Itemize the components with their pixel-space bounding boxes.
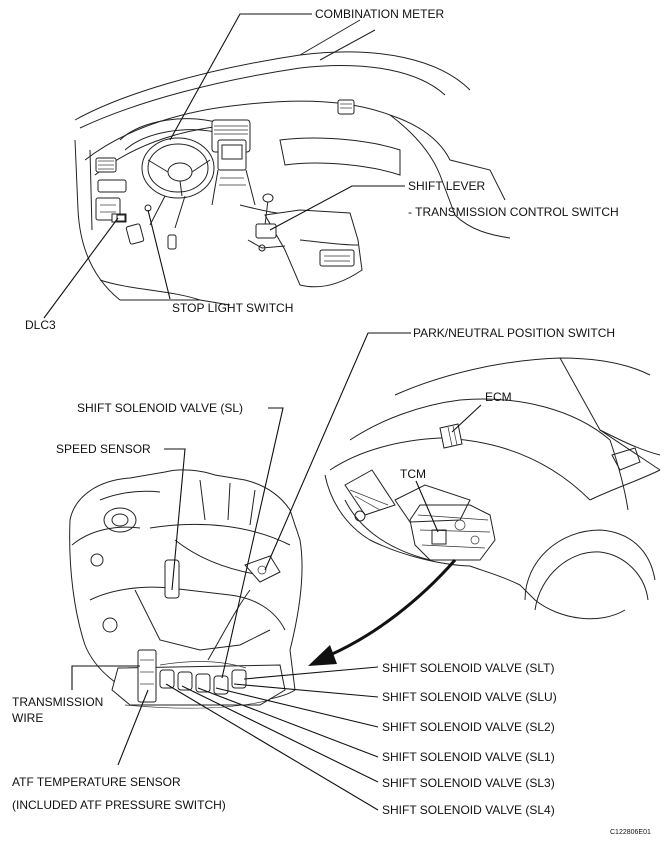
label-included-atf-pressure-switch: (INCLUDED ATF PRESSURE SWITCH) [12,798,226,812]
label-tcm: TCM [400,467,426,481]
label-transmission-wire-line2: WIRE [12,711,44,725]
label-shift-solenoid-valve-sl1: SHIFT SOLENOID VALVE (SL1) [382,750,555,764]
label-transmission-control-switch: - TRANSMISSION CONTROL SWITCH [408,205,619,219]
label-transmission-wire-line1: TRANSMISSION [12,695,104,709]
location-arrow [308,559,457,666]
label-shift-lever: SHIFT LEVER [408,179,486,193]
label-speed-sensor: SPEED SENSOR [56,442,151,456]
figure-code: C122806E01 [610,829,651,836]
dashboard-illustration [74,19,511,306]
label-dlc3: DLC3 [25,318,56,332]
label-combination-meter: COMBINATION METER [315,7,445,21]
label-shift-solenoid-valve-slt: SHIFT SOLENOID VALVE (SLT) [382,661,555,675]
label-stop-light-switch: STOP LIGHT SWITCH [172,301,294,315]
label-park-neutral-position-switch: PARK/NEUTRAL POSITION SWITCH [413,326,616,340]
label-atf-temperature-sensor: ATF TEMPERATURE SENSOR [12,775,181,789]
leader-lines [43,13,482,811]
car-front-illustration [324,357,661,620]
label-shift-solenoid-valve-sl: SHIFT SOLENOID VALVE (SL) [77,401,244,415]
label-shift-solenoid-valve-sl3: SHIFT SOLENOID VALVE (SL3) [382,776,555,790]
label-shift-solenoid-valve-sl4: SHIFT SOLENOID VALVE (SL4) [382,803,555,817]
label-ecm: ECM [485,390,512,404]
label-shift-solenoid-valve-sl2: SHIFT SOLENOID VALVE (SL2) [382,720,555,734]
label-shift-solenoid-valve-slu: SHIFT SOLENOID VALVE (SLU) [382,690,557,704]
transmission-illustration [69,469,303,709]
